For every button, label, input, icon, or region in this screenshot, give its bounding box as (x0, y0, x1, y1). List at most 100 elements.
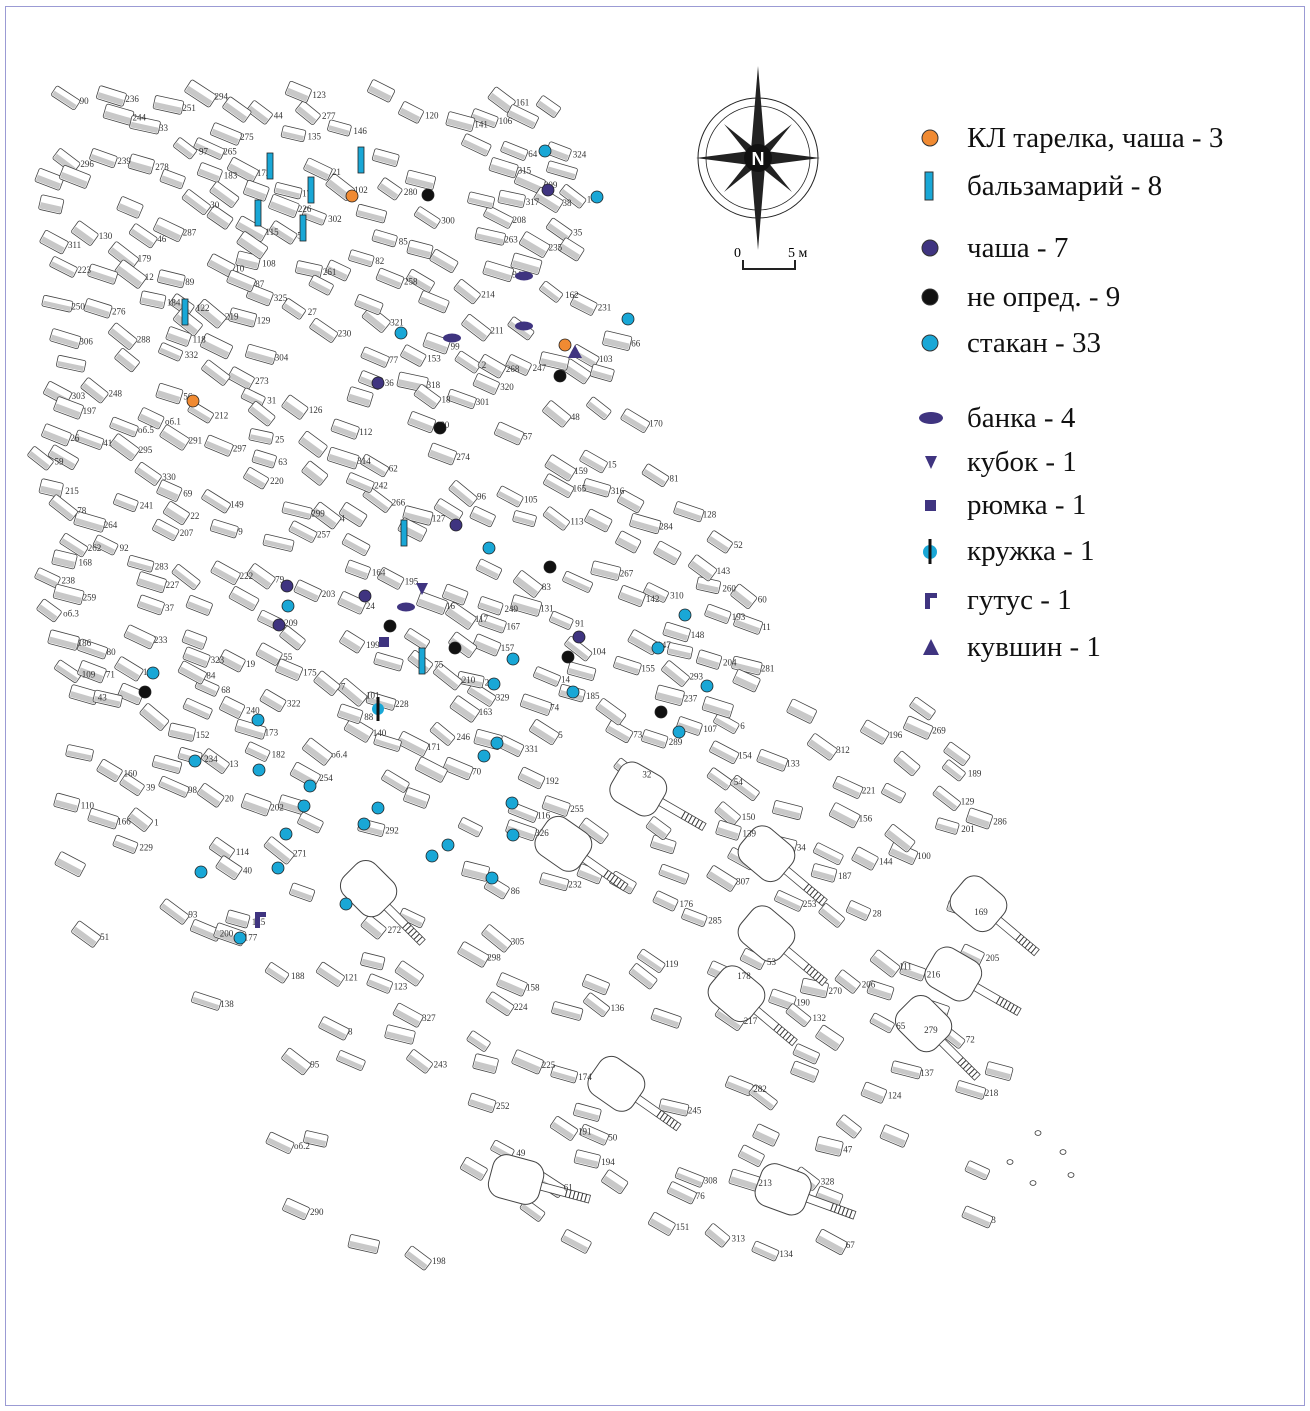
grave-number-label: 162 (565, 290, 579, 300)
grave-outline (367, 79, 396, 103)
grave-number-label: об.5 (138, 425, 154, 435)
grave-number-label: 154 (738, 750, 752, 760)
grave-outline (815, 1136, 844, 1157)
grave-outline (77, 638, 108, 660)
grave-outline (355, 203, 387, 224)
tomb-outline (707, 965, 798, 1047)
grave-outline (496, 485, 524, 508)
grave-outline (400, 344, 427, 367)
grave-number-label: 88 (364, 712, 374, 722)
grave-outline (834, 969, 861, 994)
grave-outline (344, 559, 371, 580)
bowl-marker (272, 618, 286, 632)
grave-outline (36, 598, 62, 623)
grave-number-label: 217 (744, 1016, 758, 1026)
grave-number-label: 313 (732, 1233, 746, 1243)
grave-outline (542, 506, 570, 531)
grave-outline (339, 630, 365, 654)
grave-outline (790, 1060, 819, 1083)
grave-outline (303, 1130, 329, 1148)
grave-number-label: 306 (79, 337, 93, 347)
grave-number-label: 156 (859, 813, 873, 823)
grave-outline (185, 595, 213, 616)
grave-number-label: 273 (255, 376, 269, 386)
grave-number-label: 124 (888, 1091, 902, 1101)
legend-label: банка - 4 (967, 401, 1076, 434)
grave-number-label: 242 (374, 481, 388, 491)
grave-number-label: 316 (611, 486, 625, 496)
grave-outline (371, 148, 400, 167)
grave-outline (235, 250, 261, 271)
grave-outline (549, 1116, 579, 1141)
grave-outline (860, 719, 890, 745)
grave-number-label: 236 (125, 94, 139, 104)
grave-outline (269, 220, 298, 245)
grave-outline (114, 656, 144, 682)
grave-outlines-layer (27, 79, 1014, 1271)
grave-number-label: 24 (366, 601, 376, 611)
grave-outline (583, 992, 610, 1017)
undetermined-marker (561, 650, 575, 664)
grave-number-label: 136 (611, 1003, 625, 1013)
grave-number-label: 255 (570, 804, 584, 814)
grave-outline (152, 95, 185, 115)
grave-outline (159, 424, 190, 451)
legend-row-guttus: гутус - 1 (915, 580, 1072, 620)
grave-outline (752, 1123, 780, 1147)
grave-outline (209, 519, 239, 539)
grave-number-label: 128 (703, 510, 717, 520)
grave-outline (227, 157, 259, 183)
grave-number-label: 283 (155, 562, 169, 572)
grave-number-label: 129 (257, 315, 271, 325)
grave-number-label: 289 (669, 737, 683, 747)
grave-outline (903, 715, 934, 740)
grave-outline (59, 533, 89, 558)
grave-number-label: 103 (599, 354, 613, 364)
grave-number-label: 135 (308, 132, 322, 142)
grave-number-label: 105 (524, 495, 538, 505)
grave-outline (201, 489, 231, 514)
grave-outline (590, 363, 615, 382)
grave-outline (943, 741, 971, 766)
scale-line (742, 268, 796, 270)
grave-outline (137, 594, 165, 616)
grave-outline (715, 820, 742, 841)
grave-outline (888, 841, 919, 865)
grave-outline (243, 467, 269, 490)
glass-marker (281, 599, 295, 613)
grave-outline (134, 462, 162, 486)
glass-marker (425, 849, 439, 863)
grave-outline (96, 759, 123, 782)
grave-number-label: 233 (154, 635, 168, 645)
grave-outline (244, 741, 271, 762)
grave-outline (488, 157, 519, 179)
grave-outline (347, 1234, 380, 1254)
compass-north-label: N (752, 149, 765, 169)
glass-marker (279, 827, 293, 841)
grave-outline (303, 157, 333, 181)
grave-outline (326, 446, 360, 470)
balsamarium-marker (357, 146, 365, 174)
grave-number-label: 268 (506, 364, 520, 374)
glass-marker (339, 897, 353, 911)
grave-number-label: 291 (189, 436, 203, 446)
grave-number-label: 116 (537, 810, 551, 820)
grave-outline (295, 260, 323, 279)
grave-number-label: 2 (482, 360, 487, 370)
grave-number-label: 36 (385, 378, 395, 388)
glass-marker (590, 190, 604, 204)
grave-number-label: 74 (550, 703, 560, 713)
grave-number-label: 150 (742, 812, 756, 822)
bowl-marker (358, 589, 372, 603)
grave-outline (573, 1149, 601, 1169)
grave-number-label: 82 (375, 256, 384, 266)
grave-number-label: 176 (680, 899, 694, 909)
grave-number-label: 134 (779, 1249, 793, 1259)
grave-outline (346, 472, 375, 493)
grave-number-label: 229 (139, 842, 153, 852)
grave-number-label: 246 (457, 732, 471, 742)
grave-outline (128, 223, 158, 249)
grave-outline (34, 567, 61, 588)
grave-number-label: 174 (578, 1072, 592, 1082)
grave-number-label: 121 (344, 972, 358, 982)
